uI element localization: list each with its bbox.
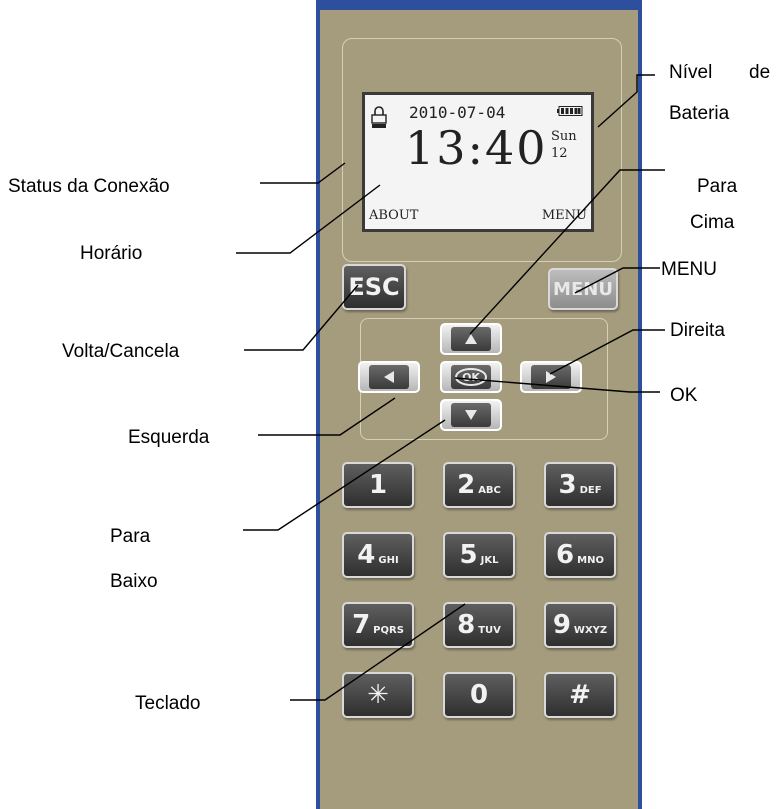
keypad-key-main: 2 xyxy=(457,470,476,500)
label-ok: OK xyxy=(670,385,698,406)
keypad-key-main: 0 xyxy=(469,680,489,710)
label-teclado: Teclado xyxy=(135,693,201,714)
lock-icon xyxy=(371,106,387,128)
label-para-cima-line1: Para xyxy=(697,176,738,197)
keypad-key-letters: DEF xyxy=(579,485,602,496)
keypad-key-main: 4 xyxy=(357,540,376,570)
keypad-key-letters: TUV xyxy=(478,625,501,636)
keypad-key-main: 8 xyxy=(457,610,476,640)
lcd-display: 2010-07-04 13:40 Sun 12 ABOUT MENU xyxy=(362,92,594,232)
label-nivel-bateria-line2: Bateria xyxy=(669,103,730,124)
keypad-key-main: 5 xyxy=(459,540,478,570)
label-para-baixo-line2: Baixo xyxy=(110,571,158,592)
arrow-right-icon xyxy=(546,371,556,383)
label-status-conexao: Status da Conexão xyxy=(8,176,170,197)
label-nivel-bateria-word1: Nível xyxy=(669,62,713,83)
label-esquerda: Esquerda xyxy=(128,427,210,448)
keypad-key-1[interactable]: 1 xyxy=(342,462,414,508)
keypad-key-letters: PQRS xyxy=(373,625,404,636)
keypad-key-main: 3 xyxy=(558,470,577,500)
nav-up-button[interactable] xyxy=(440,323,502,355)
arrow-up-icon xyxy=(465,334,477,344)
label-nivel-bateria-word2: de xyxy=(749,62,771,83)
arrow-left-icon xyxy=(384,371,394,383)
arrow-down-icon xyxy=(465,410,477,420)
lcd-time: 13:40 xyxy=(405,121,548,175)
keypad-key-main: # xyxy=(569,680,591,710)
lcd-day-number: 12 xyxy=(551,146,568,161)
label-menu: MENU xyxy=(661,259,717,280)
ok-oval-icon: OK xyxy=(455,368,487,386)
keypad-key-12[interactable]: # xyxy=(544,672,616,718)
lcd-weekday: Sun xyxy=(551,129,577,144)
nav-right-button[interactable] xyxy=(520,361,582,393)
lcd-soft-left-about: ABOUT xyxy=(369,208,419,223)
keypad-key-letters: JKL xyxy=(480,555,499,566)
esc-button[interactable]: ESC xyxy=(342,264,406,310)
keypad-key-main: 6 xyxy=(556,540,575,570)
nav-left-button[interactable] xyxy=(358,361,420,393)
keypad-key-main: 1 xyxy=(368,470,388,500)
keypad-key-main: ✳ xyxy=(367,680,389,710)
label-horario: Horário xyxy=(80,243,143,264)
keypad-key-10[interactable]: ✳ xyxy=(342,672,414,718)
keypad-key-letters: ABC xyxy=(478,485,501,496)
ok-button[interactable]: OK xyxy=(440,361,502,393)
terminal-device: 2010-07-04 13:40 Sun 12 ABOUT MENU ESC M… xyxy=(316,0,642,809)
nav-down-button[interactable] xyxy=(440,399,502,431)
battery-icon xyxy=(557,106,583,116)
label-volta-cancela: Volta/Cancela xyxy=(62,341,180,362)
keypad-key-main: 9 xyxy=(552,610,571,640)
lcd-date: 2010-07-04 xyxy=(409,103,506,122)
keypad-key-letters: GHI xyxy=(378,555,399,566)
keypad-key-letters: MNO xyxy=(577,555,604,566)
label-para-baixo-line1: Para xyxy=(110,526,151,547)
keypad-key-main: 7 xyxy=(352,610,371,640)
device-top-bar xyxy=(320,0,638,10)
keypad-key-letters: WXYZ xyxy=(573,625,608,636)
menu-button[interactable]: MENU xyxy=(548,268,618,310)
lcd-soft-right-menu: MENU xyxy=(541,208,587,223)
ok-button-text: OK xyxy=(462,371,480,384)
label-direita: Direita xyxy=(670,320,725,341)
label-para-cima-line2: Cima xyxy=(690,212,735,233)
keypad-key-11[interactable]: 0 xyxy=(443,672,515,718)
